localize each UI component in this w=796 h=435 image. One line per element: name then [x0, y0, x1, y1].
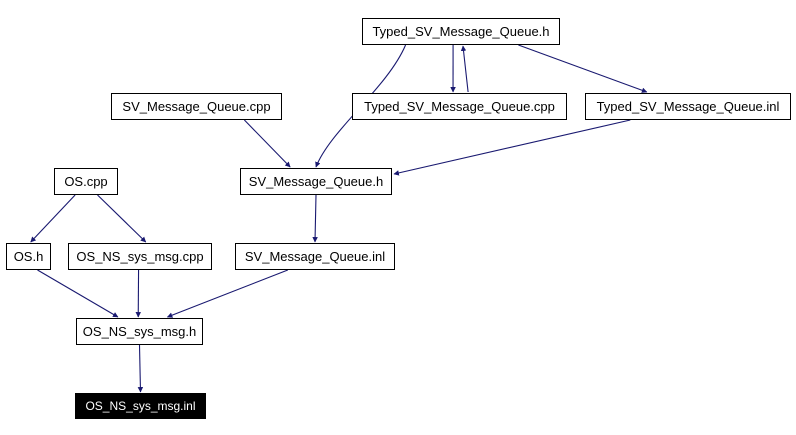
edge-sv-message-queue-inl-to-os-ns-sys-msg-h — [166, 269, 289, 318]
edge-os-h-to-os-ns-sys-msg-h — [37, 269, 119, 318]
edge-sv-message-queue-h-to-sv-message-queue-inl — [312, 194, 318, 243]
node-label: OS.cpp — [64, 174, 108, 189]
node-sv-message-queue-inl[interactable]: SV_Message_Queue.inl — [235, 243, 395, 270]
edge-typed-sv-message-queue-cpp-to-typed-sv-message-queue-h — [460, 45, 469, 93]
edge-os-cpp-to-os-h — [30, 194, 76, 243]
edge-os-ns-sys-msg-h-to-os-ns-sys-msg-inl — [137, 344, 144, 393]
node-label: SV_Message_Queue.inl — [244, 249, 386, 264]
node-label: OS_NS_sys_msg.inl — [85, 399, 196, 413]
node-typed-sv-message-queue-h[interactable]: Typed_SV_Message_Queue.h — [362, 18, 560, 45]
node-typed-sv-message-queue-inl[interactable]: Typed_SV_Message_Queue.inl — [585, 93, 791, 120]
node-os-ns-sys-msg-inl-current: OS_NS_sys_msg.inl — [75, 393, 206, 419]
node-label: OS_NS_sys_msg.cpp — [76, 249, 204, 264]
node-os-cpp[interactable]: OS.cpp — [54, 168, 118, 195]
edge-typed-sv-message-queue-h-to-typed-sv-message-queue-inl — [518, 44, 648, 93]
node-typed-sv-message-queue-cpp[interactable]: Typed_SV_Message_Queue.cpp — [352, 93, 567, 120]
node-os-ns-sys-msg-h[interactable]: OS_NS_sys_msg.h — [76, 318, 203, 345]
node-label: SV_Message_Queue.cpp — [122, 99, 271, 114]
node-sv-message-queue-h[interactable]: SV_Message_Queue.h — [240, 168, 392, 195]
node-os-h[interactable]: OS.h — [6, 243, 51, 270]
edge-typed-sv-message-queue-inl-to-sv-message-queue-h — [393, 119, 631, 176]
node-label: Typed_SV_Message_Queue.h — [372, 24, 550, 39]
edge-sv-message-queue-cpp-to-sv-message-queue-h — [243, 119, 291, 168]
edge-os-cpp-to-os-ns-sys-msg-cpp — [97, 194, 147, 243]
node-sv-message-queue-cpp[interactable]: SV_Message_Queue.cpp — [111, 93, 282, 120]
node-label: SV_Message_Queue.h — [248, 174, 384, 189]
node-label: Typed_SV_Message_Queue.inl — [596, 99, 780, 114]
node-label: OS.h — [13, 249, 44, 264]
node-label: OS_NS_sys_msg.h — [82, 324, 197, 339]
node-os-ns-sys-msg-cpp[interactable]: OS_NS_sys_msg.cpp — [68, 243, 212, 270]
node-label: Typed_SV_Message_Queue.cpp — [364, 99, 555, 114]
